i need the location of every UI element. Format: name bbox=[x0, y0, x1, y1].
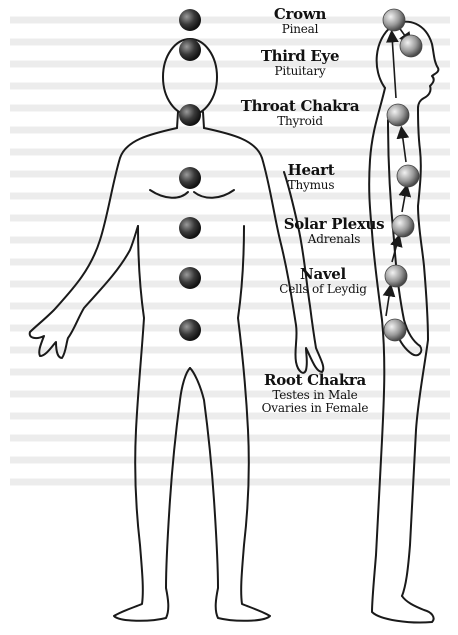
label-root: Root Chakra Testes in Male Ovaries in Fe… bbox=[258, 372, 372, 415]
label-root-sub2: Ovaries in Female bbox=[258, 402, 372, 415]
label-solar-plexus-sub: Adrenals bbox=[278, 233, 390, 246]
label-throat-title: Throat Chakra bbox=[238, 98, 362, 115]
chakra-solar-plexus-dot bbox=[179, 217, 201, 239]
label-heart-sub: Thymus bbox=[272, 179, 350, 192]
label-crown-sub: Pineal bbox=[258, 23, 342, 36]
side-heart-dot bbox=[397, 165, 419, 187]
chakra-heart-dot bbox=[179, 167, 201, 189]
label-navel: Navel Cells of Leydig bbox=[268, 266, 378, 296]
label-navel-sub: Cells of Leydig bbox=[268, 283, 378, 296]
side-throat-dot bbox=[387, 104, 409, 126]
label-crown-title: Crown bbox=[258, 6, 342, 23]
side-navel-dot bbox=[385, 265, 407, 287]
front-chakra-points bbox=[179, 9, 201, 341]
side-solar-plexus-dot bbox=[392, 215, 414, 237]
label-solar-plexus-title: Solar Plexus bbox=[278, 216, 390, 233]
side-crown-dot bbox=[383, 9, 405, 31]
label-root-title: Root Chakra bbox=[258, 372, 372, 389]
label-solar-plexus: Solar Plexus Adrenals bbox=[278, 216, 390, 246]
side-root-dot bbox=[384, 319, 406, 341]
side-third-eye-dot bbox=[400, 35, 422, 57]
chakra-third-eye-dot bbox=[179, 39, 201, 61]
label-navel-title: Navel bbox=[268, 266, 378, 283]
chakra-crown-dot bbox=[179, 9, 201, 31]
label-heart-title: Heart bbox=[272, 162, 350, 179]
label-third-eye-sub: Pituitary bbox=[252, 65, 348, 78]
label-heart: Heart Thymus bbox=[272, 162, 350, 192]
label-third-eye: Third Eye Pituitary bbox=[252, 48, 348, 78]
chakra-navel-dot bbox=[179, 267, 201, 289]
label-throat-sub: Thyroid bbox=[238, 115, 362, 128]
chakra-throat-dot bbox=[179, 104, 201, 126]
label-third-eye-title: Third Eye bbox=[252, 48, 348, 65]
label-crown: Crown Pineal bbox=[258, 6, 342, 36]
label-throat: Throat Chakra Thyroid bbox=[238, 98, 362, 128]
label-root-sub: Testes in Male bbox=[258, 389, 372, 402]
chakra-root-dot bbox=[179, 319, 201, 341]
